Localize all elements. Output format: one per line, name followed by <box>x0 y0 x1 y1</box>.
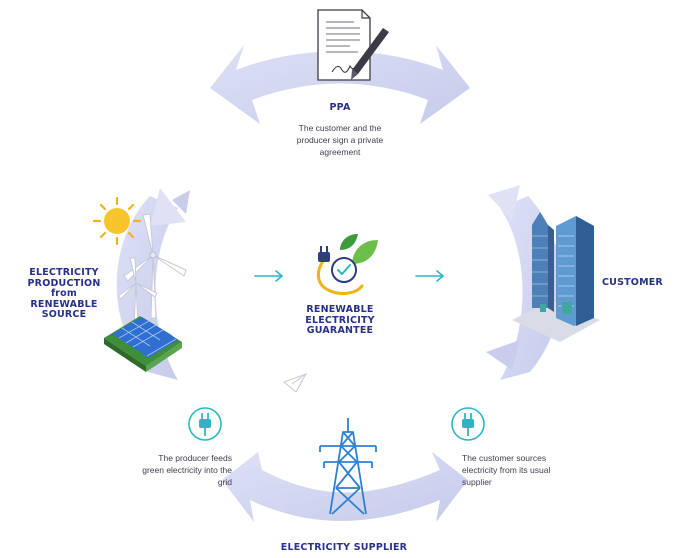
sun-icon <box>92 196 142 246</box>
ppa-description: The customer and the producer sign a pri… <box>296 123 384 157</box>
wind-turbine-icon <box>117 213 187 326</box>
production-title: ELECTRICITY PRODUCTION from RENEWABLE SO… <box>27 267 101 320</box>
plug-leaf-icon <box>317 234 378 295</box>
ppa-arc <box>210 45 470 124</box>
supplier-arc <box>222 452 468 522</box>
paper-plane-icon <box>283 373 308 393</box>
arrow-right-icon <box>254 270 283 282</box>
pen-icon <box>351 28 389 80</box>
arrow-right-icon <box>415 270 444 282</box>
plug-circle-icon <box>451 407 485 441</box>
producer-feeds-text: The producer feeds green electricity int… <box>142 453 232 487</box>
office-buildings-icon <box>512 212 600 342</box>
document-signature-icon <box>317 9 371 81</box>
customer-sources-text: The customer sources electricity from it… <box>462 453 551 487</box>
ppa-title: PPA <box>329 102 351 113</box>
supplier-title: ELECTRICITY SUPPLIER <box>280 542 408 553</box>
customer-title: CUSTOMER <box>602 277 663 288</box>
solar-panel-icon <box>104 316 182 372</box>
power-pylon-icon <box>319 418 377 515</box>
plug-circle-icon <box>188 407 222 441</box>
guarantee-title: RENEWABLE ELECTRICITY GUARANTEE <box>305 304 375 336</box>
